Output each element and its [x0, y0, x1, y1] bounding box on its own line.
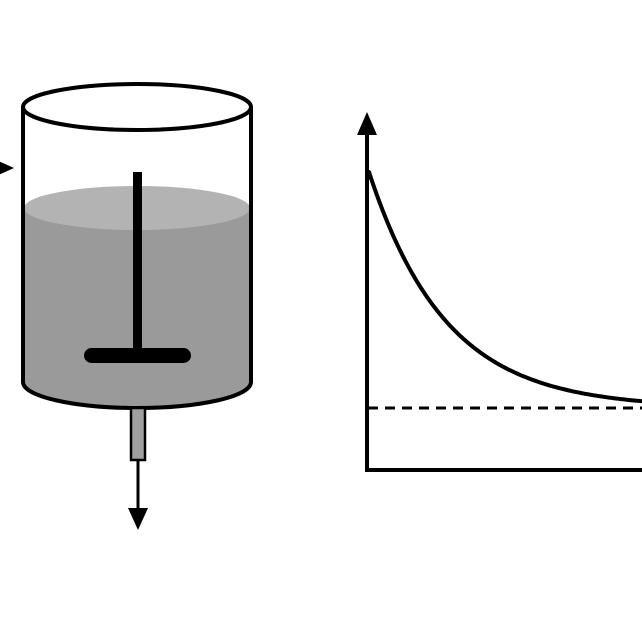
decay-chart — [357, 112, 642, 472]
impeller-blade — [84, 348, 191, 363]
decay-curve — [367, 170, 642, 404]
outlet-arrow-icon — [128, 508, 148, 530]
inlet-arrow-icon — [0, 161, 14, 175]
stirred-tank — [0, 82, 253, 530]
stirrer-shaft — [133, 172, 142, 356]
outlet-pipe — [129, 406, 147, 462]
y-axis-arrow-icon — [357, 112, 377, 135]
tank-top-rim — [21, 82, 253, 132]
